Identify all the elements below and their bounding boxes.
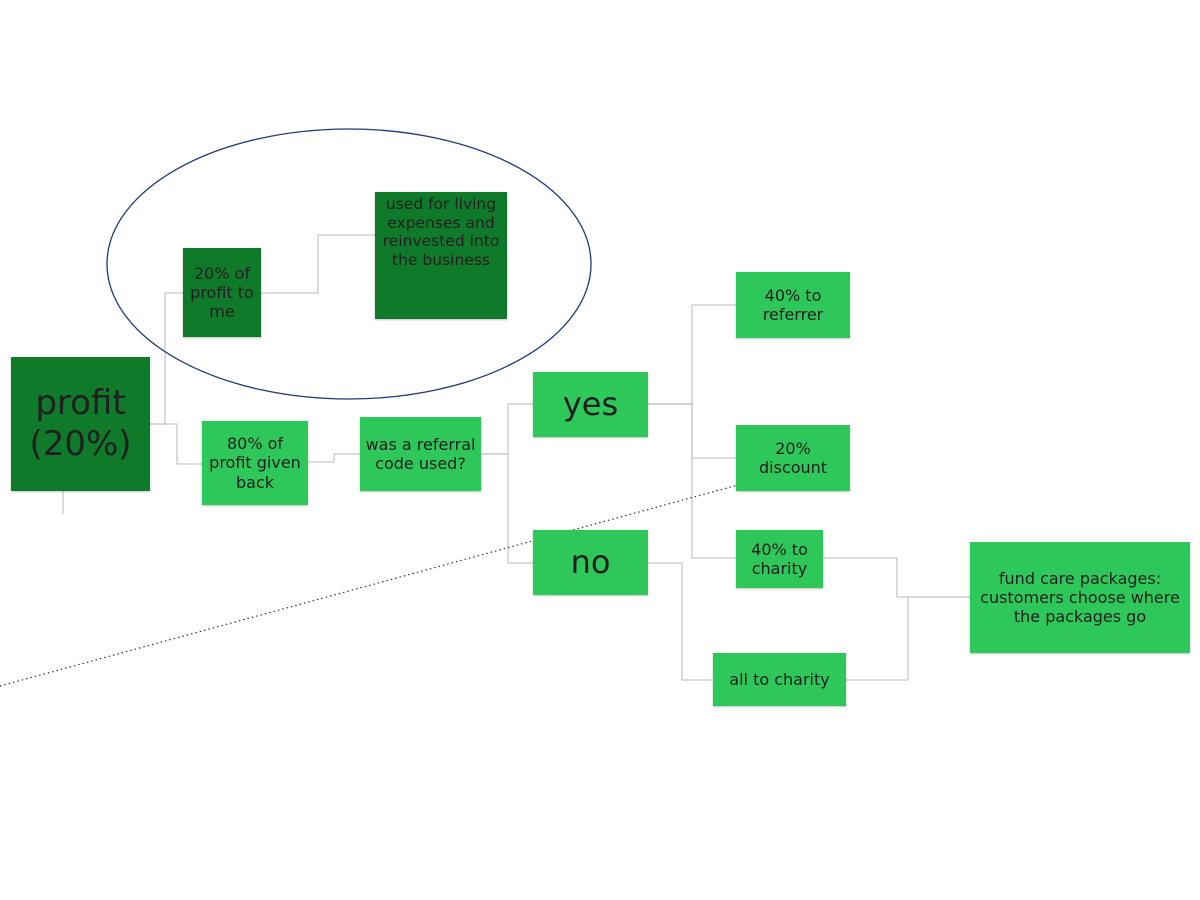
connector-given-back-referral [308,453,360,463]
grouping-ellipse [106,128,592,400]
connector-yes-charity40 [648,403,736,559]
node-care-packages: fund care packages: customers choose whe… [970,542,1190,653]
connector-to-me-living [261,234,376,294]
dotted-line [0,478,761,687]
node-discount: 20% discount [736,425,850,491]
connector-yes-referrer [648,304,736,405]
node-profit: profit (20%) [11,357,150,491]
node-referrer: 40% to referrer [736,272,850,338]
node-yes: yes [533,372,648,437]
node-charity-40: 40% to charity [736,530,823,588]
node-living-expenses: used for living expenses and reinvested … [375,192,507,319]
connector-referral-no [481,453,533,564]
node-referral-question: was a referral code used? [360,417,481,491]
connector-charity40-care [823,557,970,598]
connector-no-all-charity [648,562,713,681]
node-profit-given-back: 80% of profit given back [202,421,308,505]
connector-profit-given-back [150,423,202,465]
connector-all-charity-care [846,596,970,681]
node-profit-to-me: 20% of profit to me [183,248,261,337]
node-no: no [533,530,648,595]
connector-referral-yes [481,403,533,455]
connector-profit-to-me [150,292,183,425]
node-all-to-charity: all to charity [713,653,846,706]
